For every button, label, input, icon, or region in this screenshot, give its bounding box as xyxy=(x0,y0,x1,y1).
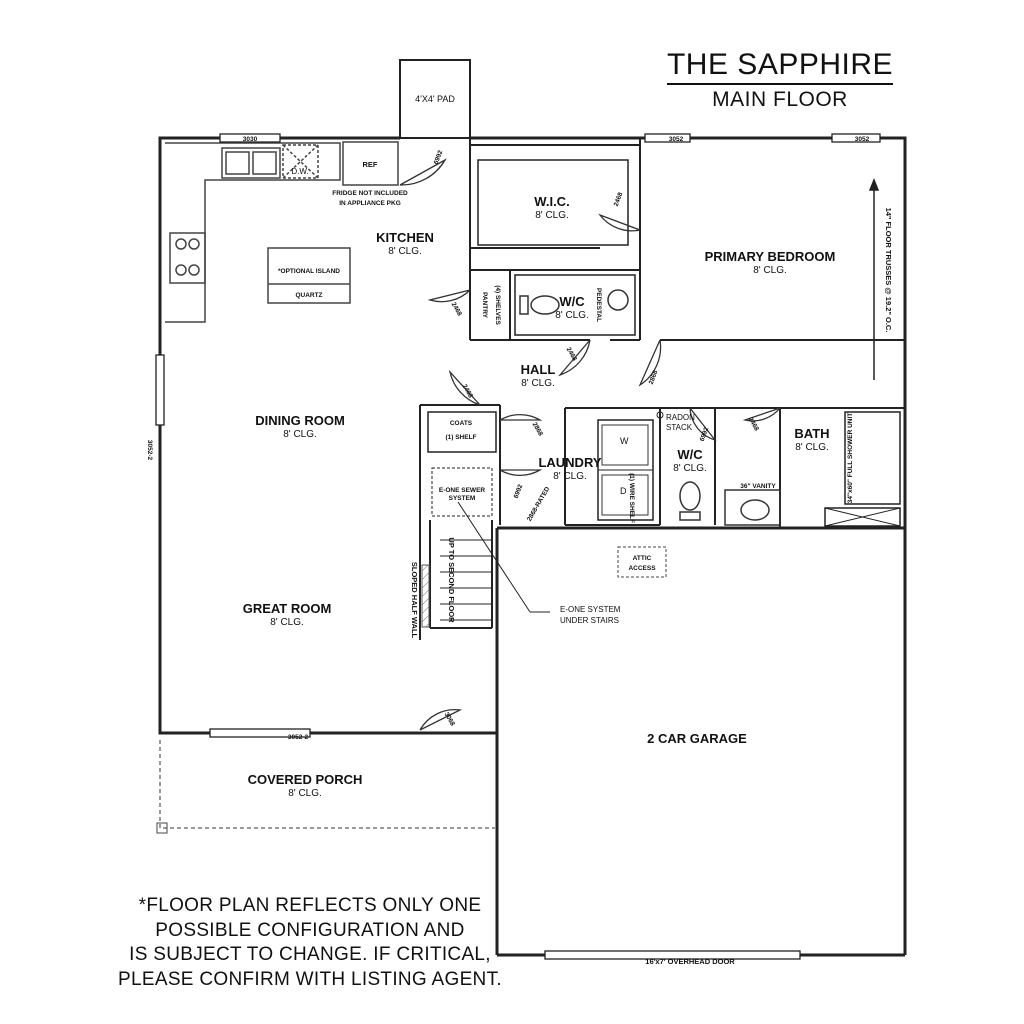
window-bed-dim-1: 3052 xyxy=(669,136,684,143)
interior-walls xyxy=(419,138,905,640)
door-bath-dim: 2468 xyxy=(747,416,760,432)
trusses-arrow xyxy=(868,177,880,380)
disclaimer-line: IS SUBJECT TO CHANGE. IF CRITICAL, xyxy=(129,944,491,965)
island-material: QUARTZ xyxy=(295,292,322,299)
door-wic-dim: 2468 xyxy=(613,191,625,207)
wc1-name: W/C xyxy=(559,294,585,309)
garage-name: 2 CAR GARAGE xyxy=(647,731,747,746)
dryer-label: D xyxy=(620,486,627,496)
sloped-half-wall-hatch xyxy=(421,564,430,628)
door-bed-dim: 2868 xyxy=(648,369,660,385)
covered-porch-ceiling: 8' CLG. xyxy=(288,788,322,799)
kitchen-counters xyxy=(165,141,399,323)
radon-label-2: STACK xyxy=(666,423,693,432)
disclaimer: *FLOOR PLAN REFLECTS ONLY ONE POSSIBLE C… xyxy=(100,894,520,992)
bath-ceiling: 8' CLG. xyxy=(795,442,829,453)
island-label: *OPTIONAL ISLAND xyxy=(278,268,340,275)
door-laundry-dim: 2868 xyxy=(531,421,544,437)
dining-room-ceiling: 8' CLG. xyxy=(283,429,317,440)
sewer-label-2: SYSTEM xyxy=(449,495,476,502)
radon-label-1: RADON xyxy=(666,413,695,422)
door-front-dim: 3068 xyxy=(443,711,456,727)
great-room-name: GREAT ROOM xyxy=(243,601,332,616)
window-bed-dim-2: 3052 xyxy=(855,136,870,143)
wc2-name: W/C xyxy=(677,447,703,462)
wire-shelf-label: (1) WIRE SHELF xyxy=(628,473,635,523)
fridge-note-1: FRIDGE NOT INCLUDED xyxy=(332,190,408,197)
dining-room-name: DINING ROOM xyxy=(255,413,345,428)
primary-bedroom-name: PRIMARY BEDROOM xyxy=(705,249,836,264)
dishwasher-label: D.W. xyxy=(291,167,308,176)
e-one-leader-line xyxy=(457,501,531,613)
door-kitchen-dim: 6992 xyxy=(433,149,445,165)
door-wc1-dim: 2468 xyxy=(565,346,578,362)
sewer-label-1: E-ONE SEWER xyxy=(439,487,486,494)
laundry-ceiling: 8' CLG. xyxy=(553,471,587,482)
shower-label: 34"x60" FULL SHOWER UNIT xyxy=(847,413,854,504)
door-wc2-dim: 6992 xyxy=(699,426,711,442)
wic-name: W.I.C. xyxy=(534,194,569,209)
e-one-label-1: E-ONE SYSTEM xyxy=(560,605,621,614)
door-swings xyxy=(399,158,781,731)
disclaimer-line: PLEASE CONFIRM WITH LISTING AGENT. xyxy=(118,968,502,990)
coats-label: COATS xyxy=(450,420,473,427)
fixtures xyxy=(519,289,781,526)
great-room-ceiling: 8' CLG. xyxy=(270,617,304,628)
plan-subtitle: MAIN FLOOR xyxy=(712,88,848,111)
concrete-pad xyxy=(399,59,471,139)
stairs-label: UP TO SECOND FLOOR xyxy=(447,537,456,623)
kitchen-name: KITCHEN xyxy=(376,230,434,245)
plan-title-text: THE SAPPHIRE xyxy=(666,48,894,85)
bath-name: BATH xyxy=(794,426,829,441)
windows xyxy=(155,133,881,960)
porch-post xyxy=(156,822,168,834)
radon-stack-icon xyxy=(656,411,664,419)
pad-label: 4'X4' PAD xyxy=(415,94,455,104)
wc2-ceiling: 8' CLG. xyxy=(673,463,707,474)
pedestal-label: PEDESTAL xyxy=(595,288,602,322)
wc1-ceiling: 8' CLG. xyxy=(555,310,589,321)
porch-outline xyxy=(159,740,497,829)
attic-access-box xyxy=(617,546,667,578)
vanity-label: 36" VANITY xyxy=(740,483,776,490)
half-wall-label: SLOPED HALF WALL xyxy=(410,562,419,639)
washer-label: W xyxy=(620,436,629,446)
door-rated-dim: 2868-RATED xyxy=(526,486,551,523)
pantry-label: PANTRY xyxy=(481,292,488,319)
trusses-label: 14" FLOOR TRUSSES @ 19.2" O.C. xyxy=(884,208,893,333)
attic-label-1: ATTIC xyxy=(633,555,652,562)
fridge-note-2: IN APPLIANCE PKG xyxy=(339,200,401,207)
e-one-label-2: UNDER STAIRS xyxy=(560,616,619,625)
covered-porch-name: COVERED PORCH xyxy=(248,772,363,787)
attic-label-2: ACCESS xyxy=(628,565,656,572)
overhead-door-label: 16'x7' OVERHEAD DOOR xyxy=(645,957,735,966)
coats-shelf-label: (1) SHELF xyxy=(445,434,476,441)
kitchen-ceiling: 8' CLG. xyxy=(388,246,422,257)
window-great-dim: 3052-2 xyxy=(288,734,309,741)
primary-bedroom-ceiling: 8' CLG. xyxy=(753,265,787,276)
window-kitchen-dim: 3030 xyxy=(243,136,258,143)
pantry-shelves-label: (4) SHELVES xyxy=(494,285,501,325)
plan-title: THE SAPPHIRE xyxy=(640,48,920,85)
door-pantry-dim: 2468 xyxy=(450,301,463,317)
disclaimer-line: POSSIBLE CONFIGURATION AND xyxy=(155,919,465,941)
ref-label: REF xyxy=(363,160,378,169)
disclaimer-line: *FLOOR PLAN REFLECTS ONLY ONE xyxy=(138,895,482,916)
wic-ceiling: 8' CLG. xyxy=(535,210,569,221)
hall-name: HALL xyxy=(521,362,556,377)
hall-ceiling: 8' CLG. xyxy=(521,378,555,389)
door-garage-dim: 6992 xyxy=(513,483,525,499)
laundry-name: LAUNDRY xyxy=(538,455,601,470)
window-dining-dim: 3052-2 xyxy=(146,440,153,461)
